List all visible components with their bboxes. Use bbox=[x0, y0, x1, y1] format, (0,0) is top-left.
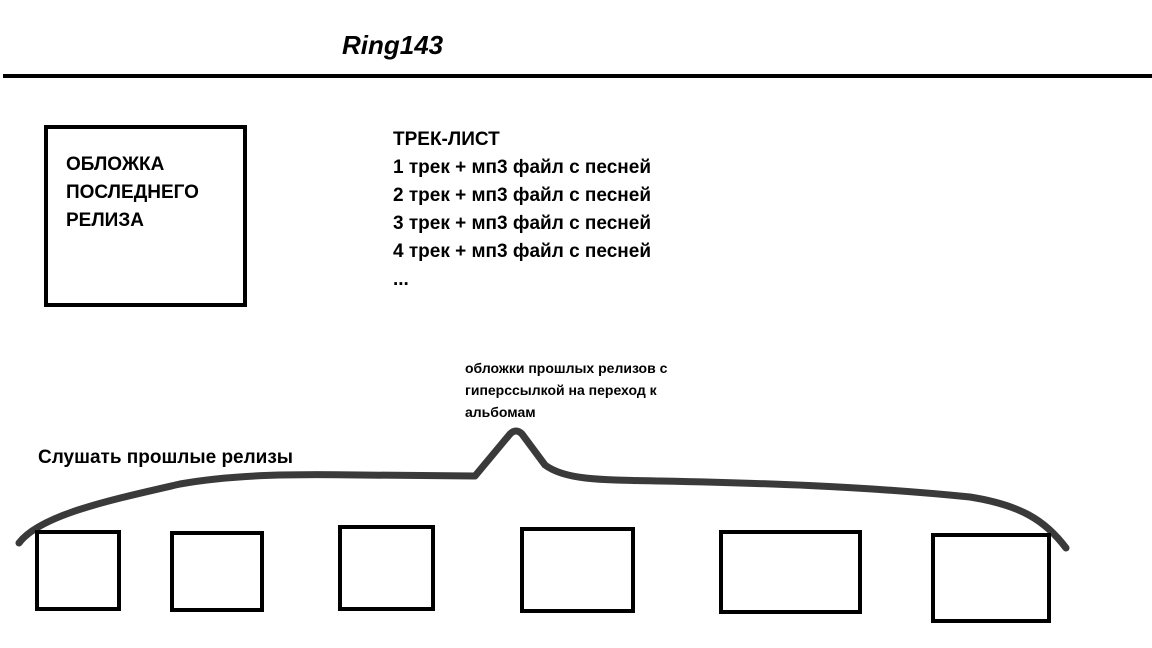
latest-release-cover[interactable]: ОБЛОЖКА ПОСЛЕДНЕГО РЕЛИЗА bbox=[44, 125, 247, 307]
tracklist: ТРЕК-ЛИСТ 1 трек + мп3 файл с песней 2 т… bbox=[393, 126, 651, 294]
site-title: Ring143 bbox=[342, 30, 444, 60]
latest-release-cover-label: ОБЛОЖКА ПОСЛЕДНЕГО РЕЛИЗА bbox=[66, 154, 199, 231]
brace-curve bbox=[15, 427, 1070, 552]
past-release-cover-6[interactable] bbox=[931, 533, 1051, 623]
track-item-3[interactable]: 3 трек + мп3 файл с песней bbox=[393, 213, 652, 234]
tracklist-more: ... bbox=[393, 269, 409, 290]
past-release-cover-5[interactable] bbox=[719, 530, 862, 614]
past-releases-label: Слушать прошлые релизы bbox=[38, 447, 294, 468]
past-releases-annotation: обложки прошлых релизов с гиперссылкой н… bbox=[465, 360, 668, 420]
track-item-4[interactable]: 4 трек + мп3 файл с песней bbox=[393, 241, 652, 262]
track-item-2[interactable]: 2 трек + мп3 файл с песней bbox=[393, 185, 652, 206]
tracklist-heading: ТРЕК-ЛИСТ bbox=[393, 129, 500, 150]
past-release-cover-1[interactable] bbox=[35, 530, 121, 611]
past-release-cover-2[interactable] bbox=[170, 531, 264, 612]
track-item-1[interactable]: 1 трек + мп3 файл с песней bbox=[393, 157, 652, 178]
past-release-cover-4[interactable] bbox=[520, 527, 635, 613]
header-divider bbox=[3, 74, 1152, 78]
past-release-cover-3[interactable] bbox=[338, 525, 435, 611]
